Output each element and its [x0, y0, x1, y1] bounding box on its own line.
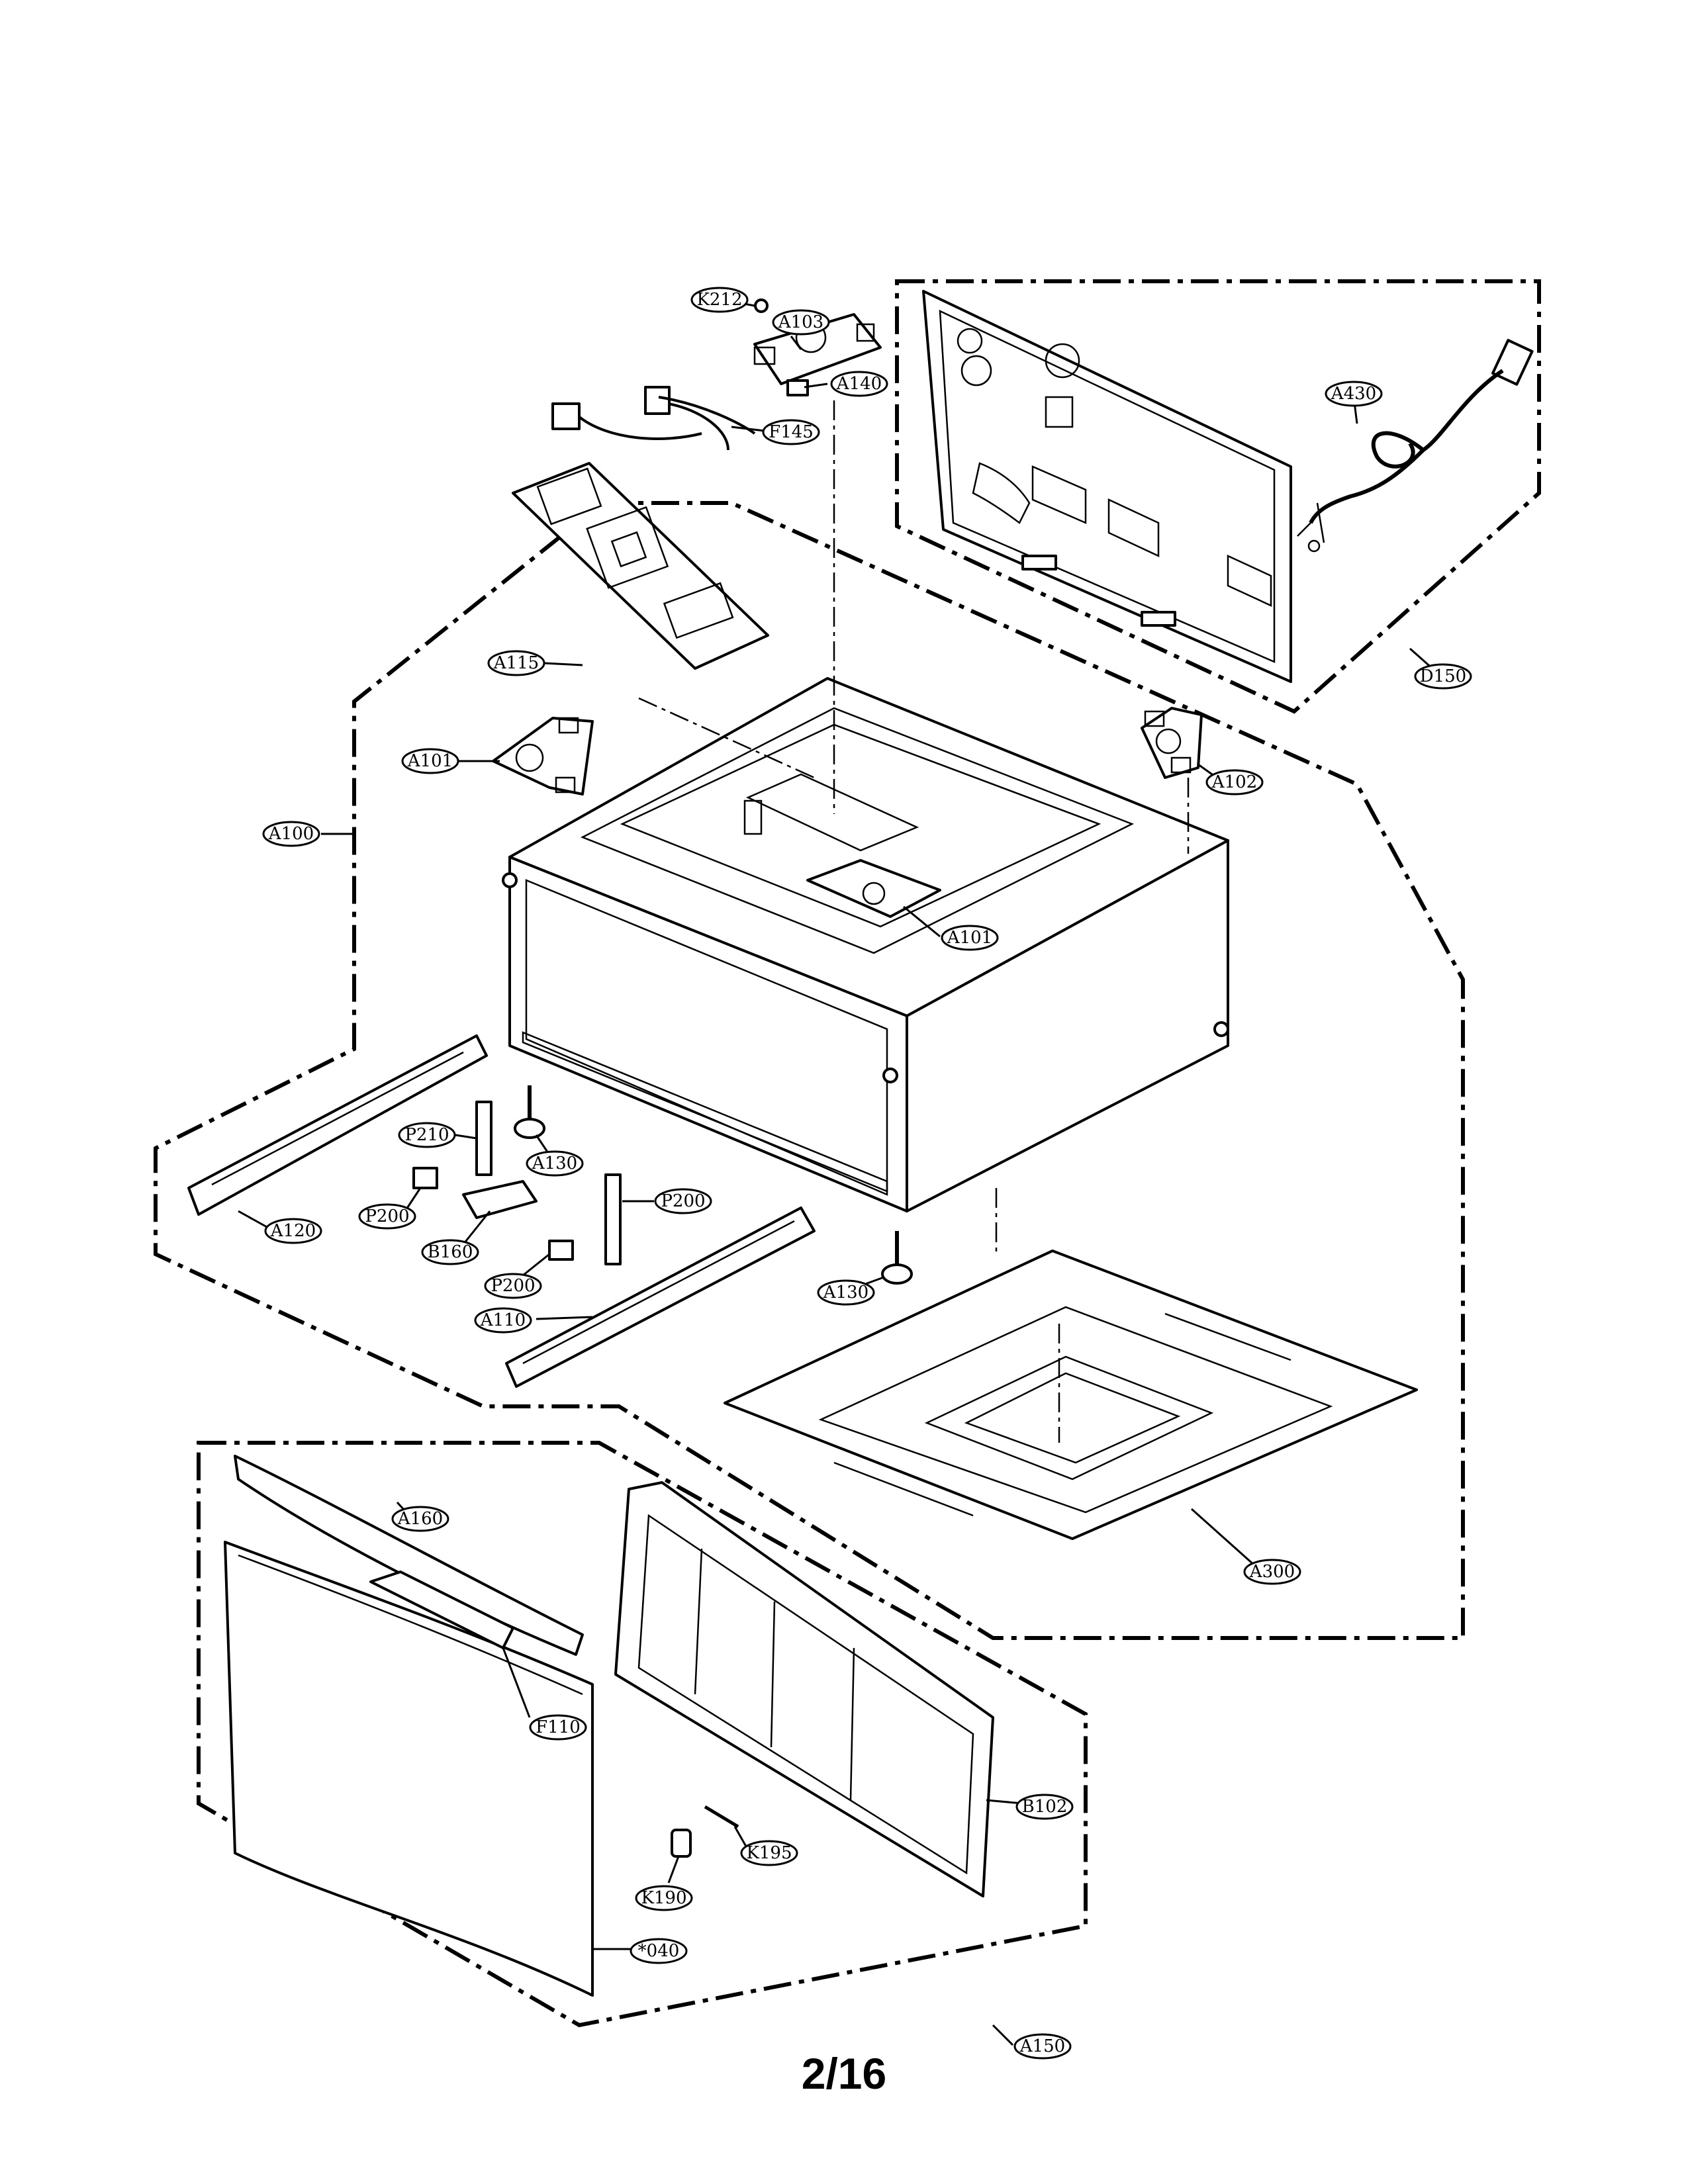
- drawer-frame-b102: [614, 1481, 994, 1897]
- svg-text:A130: A130: [532, 1154, 577, 1173]
- drawer-front-040: [224, 1541, 594, 1997]
- callout-a110: A110: [474, 1307, 532, 1334]
- group-boundaries: [154, 279, 1541, 2028]
- page-number: 2/16: [801, 2049, 887, 2098]
- rail-a110: [505, 1206, 816, 1388]
- svg-text:A101: A101: [407, 751, 453, 771]
- centerlines: [638, 400, 1190, 1443]
- handle-a160: [234, 1455, 584, 1656]
- boundary-a100: [154, 501, 1465, 1640]
- callout-a100: A100: [262, 821, 320, 847]
- svg-text:F145: F145: [769, 422, 814, 442]
- screw-k212: [754, 298, 769, 313]
- bracket-p200-right: [604, 1173, 622, 1265]
- callout-f145: F145: [762, 419, 820, 445]
- svg-text:K190: K190: [641, 1888, 686, 1908]
- svg-text:A101: A101: [947, 928, 992, 948]
- pin-k195: [704, 1805, 739, 1829]
- callout-k212: K212: [690, 287, 749, 313]
- bracket-p210: [475, 1101, 492, 1176]
- cabinet-box: [502, 677, 1229, 1212]
- boundary-a150: [197, 1441, 1088, 2028]
- boundary-d150: [895, 279, 1541, 714]
- svg-text:A150: A150: [1019, 2036, 1065, 2056]
- foot-a130-upper: [514, 1085, 545, 1139]
- svg-text:A103: A103: [778, 312, 823, 332]
- wire-harness-f145: [551, 386, 756, 451]
- svg-text:B102: B102: [1022, 1797, 1068, 1817]
- clip-p200-left: [412, 1167, 438, 1189]
- svg-text:A130: A130: [823, 1283, 868, 1302]
- svg-text:P200: P200: [661, 1191, 705, 1211]
- svg-text:A120: A120: [270, 1221, 316, 1241]
- callout-p200-left: P200: [358, 1203, 416, 1230]
- callout-a150: A150: [1013, 2033, 1072, 2060]
- svg-text:P200: P200: [491, 1276, 535, 1296]
- callout-p200-mid: P200: [484, 1273, 542, 1299]
- callout-a130-upper: A130: [526, 1150, 584, 1177]
- svg-text:A100: A100: [268, 824, 314, 844]
- svg-text:A430: A430: [1331, 384, 1376, 404]
- svg-text:A160: A160: [397, 1509, 443, 1529]
- svg-text:A102: A102: [1211, 772, 1257, 792]
- panel-f110: [369, 1570, 514, 1649]
- switch-a140: [786, 379, 809, 396]
- back-panel-d150: [922, 290, 1292, 683]
- callout-a130-lower: A130: [817, 1279, 875, 1306]
- bracket-a102: [1141, 707, 1203, 779]
- bottom-plate-a300: [724, 1250, 1418, 1540]
- bracket-b160: [462, 1180, 538, 1219]
- svg-text:B160: B160: [428, 1242, 473, 1262]
- svg-text:P200: P200: [365, 1206, 409, 1226]
- callout-b102: B102: [1015, 1794, 1074, 1820]
- callout-a430: A430: [1325, 381, 1383, 407]
- callout-labels: F145 A430 D150 K212 A103 A140 A115 A101: [262, 287, 1472, 2060]
- power-cord-a430: [1297, 339, 1534, 553]
- callout-d150: D150: [1414, 663, 1472, 690]
- callout-p200-right: P200: [654, 1188, 712, 1214]
- svg-text:D150: D150: [1420, 666, 1466, 686]
- callout-b160: B160: [421, 1239, 479, 1265]
- svg-text:A110: A110: [480, 1310, 526, 1330]
- svg-text:F110: F110: [536, 1717, 581, 1737]
- svg-text:A300: A300: [1249, 1562, 1295, 1582]
- rail-a120: [187, 1034, 488, 1216]
- svg-text:A115: A115: [493, 653, 539, 673]
- callout-a101-cabinet: A101: [941, 925, 999, 951]
- callout-p210: P210: [398, 1122, 456, 1148]
- clip-p200-mid: [548, 1240, 574, 1261]
- svg-text:K212: K212: [696, 290, 742, 310]
- callout-a101-top: A101: [401, 748, 459, 774]
- callout-a103: A103: [772, 309, 830, 336]
- callout-a115: A115: [487, 650, 545, 676]
- roller-k190: [671, 1829, 692, 1858]
- callout-a140: A140: [830, 371, 888, 397]
- callout-k195: K195: [740, 1840, 798, 1866]
- leader-lines: [238, 298, 1440, 2046]
- callout-040: *040: [630, 1938, 688, 1964]
- callout-a120: A120: [264, 1218, 322, 1244]
- callout-a160: A160: [391, 1506, 449, 1532]
- svg-text:A140: A140: [836, 374, 882, 394]
- svg-text:P210: P210: [404, 1125, 449, 1145]
- callout-a102: A102: [1205, 769, 1264, 796]
- callout-f110: F110: [529, 1714, 587, 1741]
- svg-text:K195: K195: [746, 1843, 792, 1863]
- bracket-a101-top: [492, 717, 594, 796]
- callout-k190: K190: [635, 1885, 693, 1911]
- foot-a130-lower: [881, 1231, 913, 1285]
- svg-text:*040: *040: [638, 1941, 680, 1961]
- callout-a300: A300: [1243, 1559, 1301, 1585]
- top-plate-a115: [512, 462, 769, 670]
